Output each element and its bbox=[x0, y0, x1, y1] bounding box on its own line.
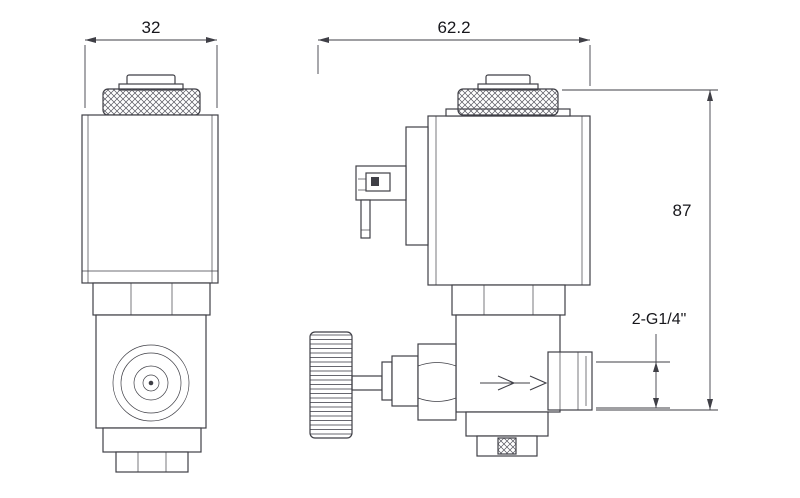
flow-direction-arrow bbox=[480, 375, 548, 391]
front-bottom-stub bbox=[115, 451, 189, 473]
side-lower-flange bbox=[465, 411, 549, 437]
dimension-front-width-label: 32 bbox=[142, 18, 161, 37]
front-knurled-ring bbox=[102, 88, 201, 116]
front-view: 32 bbox=[81, 18, 219, 473]
side-hex-nut bbox=[451, 284, 566, 316]
front-valve-body bbox=[95, 314, 207, 429]
terminal-hole bbox=[371, 177, 379, 186]
knob-collar bbox=[391, 355, 419, 407]
knob-washer bbox=[381, 361, 393, 401]
connector-plate bbox=[405, 126, 429, 246]
bottom-port-plug bbox=[497, 437, 517, 455]
front-port-boss-circles bbox=[112, 344, 190, 422]
knurled-knob bbox=[309, 331, 353, 439]
manual-adjust-knob bbox=[309, 331, 457, 439]
side-view: 62.2 87 2-G1/4" bbox=[309, 18, 718, 457]
side-valve-body bbox=[455, 314, 561, 413]
connector-pin bbox=[360, 199, 371, 239]
side-knurled-ring bbox=[457, 88, 559, 116]
outlet-port bbox=[547, 351, 593, 411]
dimension-side-depth-label: 62.2 bbox=[437, 18, 470, 37]
dimension-overall-height-label: 87 bbox=[673, 201, 692, 220]
dimension-front-width: 32 bbox=[84, 18, 218, 108]
side-coil-body bbox=[427, 115, 591, 286]
outlet-port-nut bbox=[547, 351, 593, 411]
din-connector bbox=[355, 126, 429, 246]
knob-shaft bbox=[351, 375, 383, 391]
body-inlet-nut bbox=[417, 343, 457, 421]
port-thread-label: 2-G1/4" bbox=[632, 311, 687, 328]
front-lower-flange bbox=[102, 427, 202, 453]
port-thread-callout: 2-G1/4" bbox=[596, 311, 687, 409]
dimension-overall-height: 87 bbox=[562, 89, 718, 411]
dimension-side-depth: 62.2 bbox=[317, 18, 591, 86]
front-hex-nut bbox=[92, 282, 211, 316]
front-coil-body bbox=[81, 114, 219, 284]
